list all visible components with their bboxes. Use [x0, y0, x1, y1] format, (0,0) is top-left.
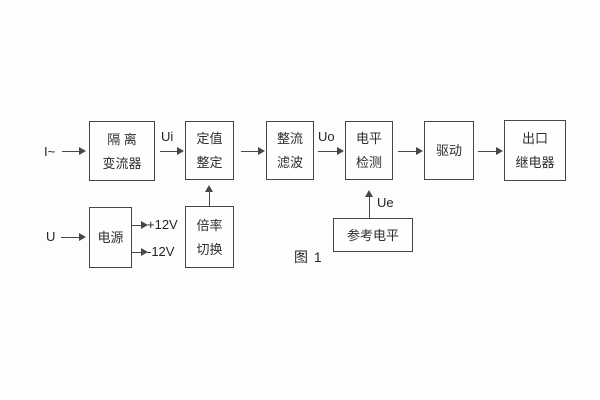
signal-ui-label: Ui — [161, 129, 174, 144]
arrow-head-current-input — [79, 147, 86, 155]
arrow-line-level-drive — [398, 151, 416, 152]
block-output-relay-line1: 出口 — [521, 131, 548, 146]
arrow-head-level-drive — [416, 147, 423, 155]
arrow-head-setting-rectifier — [258, 147, 265, 155]
block-ratio-line2: 切换 — [196, 241, 223, 257]
block-power-supply: 电源 — [89, 207, 132, 268]
arrow-line-uo — [318, 151, 337, 152]
block-level-line2: 检测 — [355, 155, 382, 170]
block-ratio-switch: 倍率 切换 — [185, 206, 234, 268]
arrow-head-minus12v — [141, 248, 148, 256]
block-drive: 驱动 — [424, 121, 474, 180]
block-level-detection: 电平 检测 — [345, 121, 393, 180]
block-reference-level: 参考电平 — [333, 218, 413, 252]
arrow-line-ratio-setting — [209, 192, 210, 207]
block-level-line1: 电平 — [355, 131, 382, 146]
arrow-line-minus12v — [132, 252, 141, 253]
block-output-relay: 出口 继电器 — [504, 120, 566, 181]
block-drive-label: 驱动 — [435, 143, 462, 158]
block-isolation-line1: 隔 离 — [107, 131, 137, 147]
block-isolation-transformer: 隔 离 变流器 — [89, 121, 155, 181]
signal-uo-label: Uo — [318, 129, 335, 144]
signal-minus12v-label: -12V — [147, 244, 175, 259]
arrow-line-drive-output — [478, 151, 496, 152]
arrow-head-ue — [365, 190, 373, 197]
block-reference-label: 参考电平 — [346, 227, 399, 243]
arrow-head-voltage-input — [79, 233, 86, 241]
arrow-line-current-input — [62, 151, 79, 152]
arrow-head-plus12v — [141, 221, 148, 229]
block-rectifier-filter: 整流 滤波 — [266, 121, 314, 180]
block-power-label: 电源 — [97, 230, 124, 245]
arrow-line-plus12v — [132, 225, 141, 226]
figure-caption: 图 1 — [294, 249, 323, 265]
input-current-label: I~ — [44, 144, 56, 159]
arrow-line-setting-rectifier — [241, 151, 258, 152]
block-setting-adjustment: 定值 整定 — [185, 121, 234, 180]
arrow-line-ui — [160, 151, 177, 152]
arrow-line-voltage-input — [61, 237, 79, 238]
block-rectifier-line1: 整流 — [276, 131, 303, 146]
input-voltage-label: U — [46, 229, 56, 244]
arrow-line-ue — [369, 197, 370, 218]
arrow-head-ratio-setting — [205, 185, 213, 192]
signal-ue-label: Ue — [377, 195, 394, 210]
block-output-relay-line2: 继电器 — [515, 155, 555, 170]
block-isolation-line2: 变流器 — [102, 155, 142, 171]
block-rectifier-line2: 滤波 — [276, 155, 303, 170]
arrow-head-uo — [337, 147, 344, 155]
arrow-head-drive-output — [496, 147, 503, 155]
signal-plus12v-label: +12V — [147, 217, 178, 232]
block-ratio-line1: 倍率 — [196, 217, 223, 233]
block-setting-line2: 整定 — [196, 155, 223, 170]
arrow-head-ui — [177, 147, 184, 155]
block-setting-line1: 定值 — [196, 131, 223, 146]
